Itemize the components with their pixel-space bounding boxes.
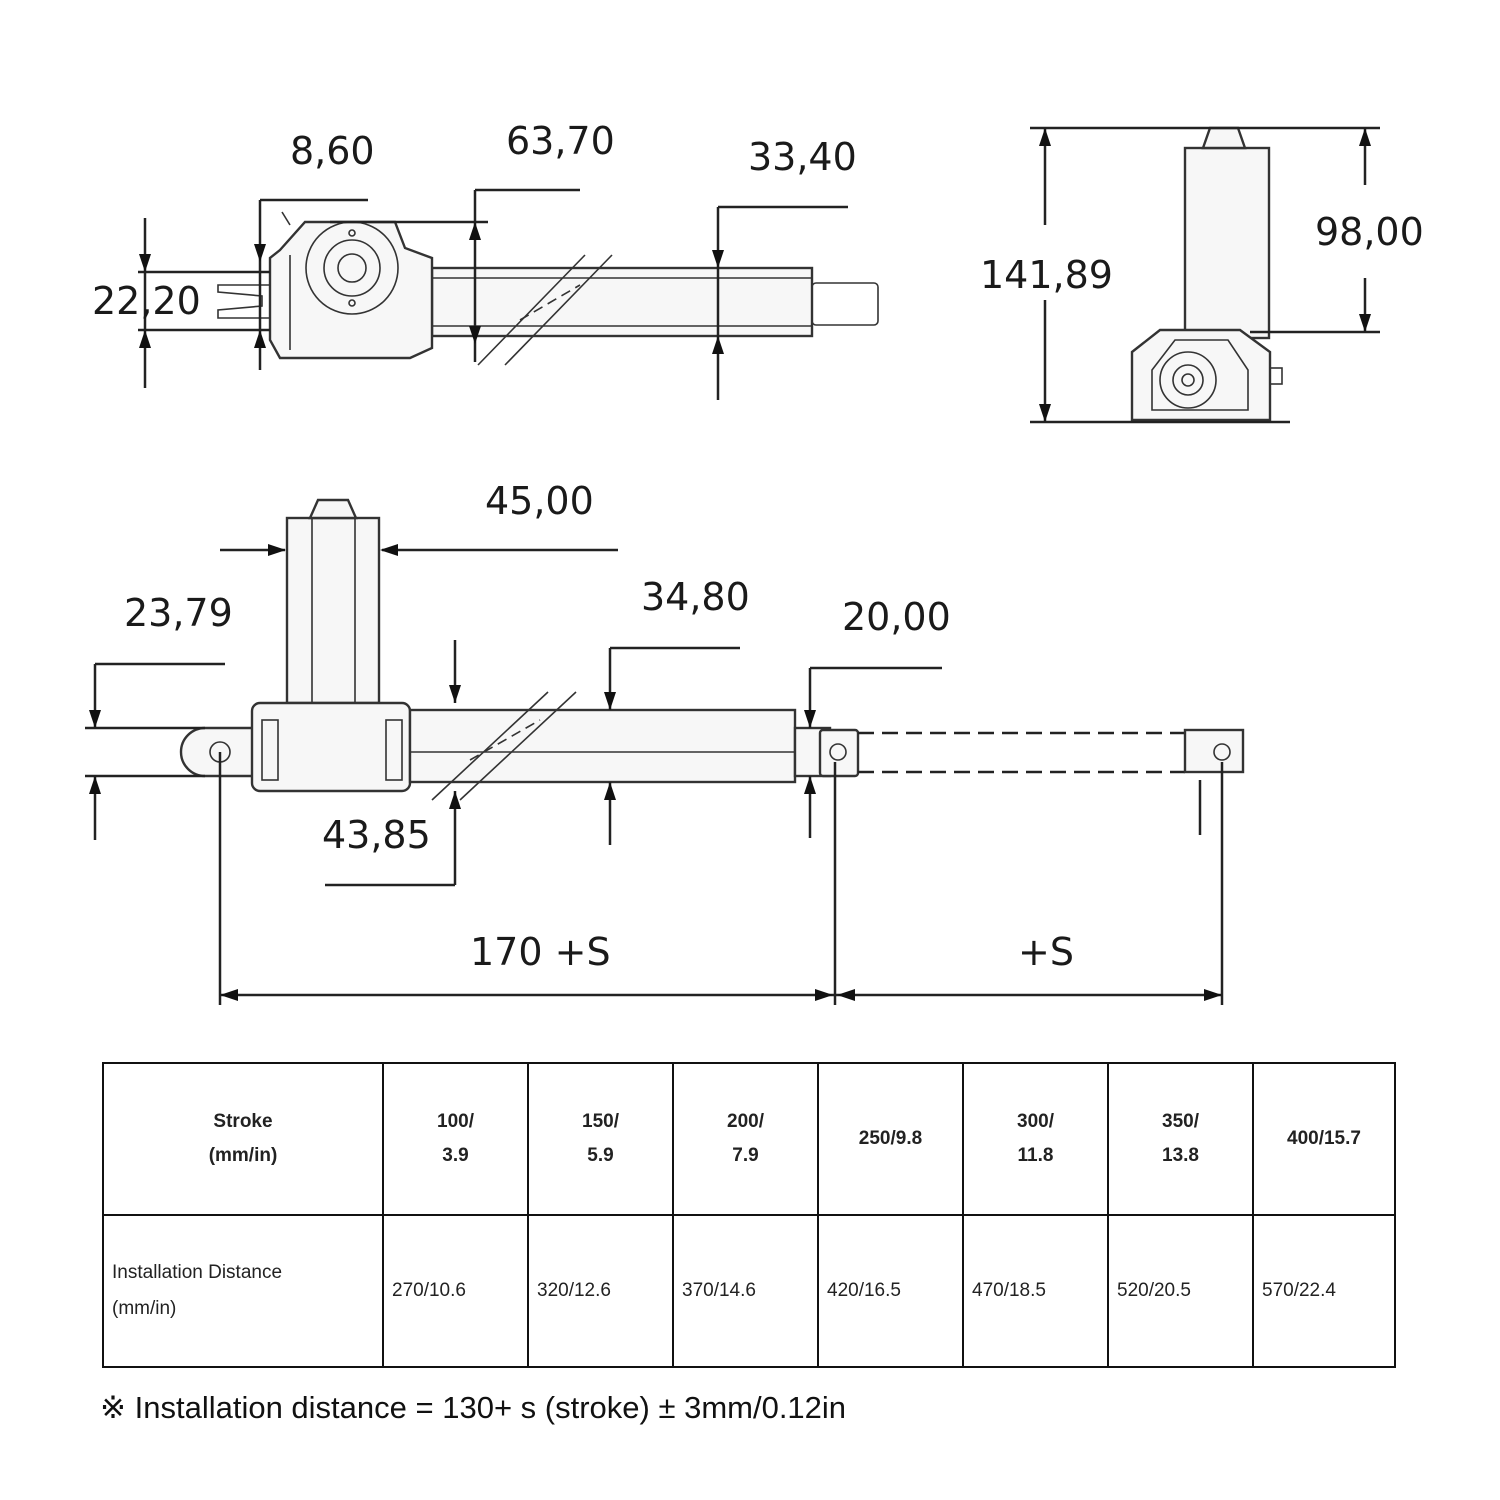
end-view: 141,89 98,00 — [980, 126, 1424, 424]
dim-141-89: 141,89 — [980, 253, 1113, 297]
installation-cell: 370/14.6 — [672, 1214, 819, 1368]
stroke-cell: 350/13.8 — [1107, 1062, 1254, 1216]
reference-mark-icon: ※ — [100, 1389, 126, 1425]
dim-23-79: 23,79 — [124, 591, 233, 635]
installation-cell: 470/18.5 — [962, 1214, 1109, 1368]
dim-170-plus-s: 170 +S — [470, 930, 611, 974]
stroke-value: 300/ — [1017, 1111, 1054, 1132]
stroke-cell: 400/15.7 — [1252, 1062, 1396, 1216]
stroke-value-in: 5.9 — [587, 1145, 614, 1166]
stroke-value-in: 11.8 — [1017, 1145, 1054, 1166]
stroke-cell: 150/5.9 — [527, 1062, 674, 1216]
dim-22-20: 22,20 — [92, 279, 201, 323]
stroke-value-in: 13.8 — [1162, 1145, 1199, 1166]
table-row-installation: Installation Distance (mm/in) 270/10.6 3… — [102, 1214, 1396, 1368]
table-row-stroke: Stroke (mm/in) 100/3.9 150/5.9 200/7.9 2… — [102, 1062, 1396, 1216]
stroke-cell: 300/11.8 — [962, 1062, 1109, 1216]
stroke-header-unit: (mm/in) — [208, 1145, 278, 1166]
actuator-dimension-drawing: 8,60 63,70 33,40 22,20 141,89 98,00 — [85, 119, 1424, 1005]
dim-34-80: 34,80 — [641, 575, 750, 619]
installation-header-cell: Installation Distance (mm/in) — [102, 1214, 384, 1368]
stroke-header-cell: Stroke (mm/in) — [102, 1062, 384, 1216]
stroke-value: 350/ — [1162, 1111, 1199, 1132]
side-view: 45,00 23,79 34,80 20,00 43,85 170 +S +S — [85, 479, 1245, 1005]
installation-cell: 320/12.6 — [527, 1214, 674, 1368]
dim-98-00: 98,00 — [1315, 210, 1424, 254]
installation-cell: 420/16.5 — [817, 1214, 964, 1368]
stroke-installation-table: Stroke (mm/in) 100/3.9 150/5.9 200/7.9 2… — [102, 1062, 1396, 1368]
installation-note: ※ Installation distance = 130+ s (stroke… — [100, 1388, 846, 1426]
dim-20-00: 20,00 — [842, 595, 951, 639]
stroke-value: 400/15.7 — [1287, 1128, 1361, 1149]
dim-63-70: 63,70 — [506, 119, 615, 163]
stroke-cell: 200/7.9 — [672, 1062, 819, 1216]
stroke-value: 200/ — [727, 1111, 764, 1132]
installation-header-line: Installation Distance — [112, 1262, 283, 1283]
stroke-value: 250/9.8 — [858, 1128, 923, 1149]
stroke-cell: 250/9.8 — [817, 1062, 964, 1216]
stroke-cell: 100/3.9 — [382, 1062, 529, 1216]
dim-8-60: 8,60 — [290, 129, 375, 173]
stroke-value-in: 3.9 — [442, 1145, 469, 1166]
top-view: 8,60 63,70 33,40 22,20 — [92, 119, 879, 400]
installation-note-text: Installation distance = 130+ s (stroke) … — [134, 1389, 847, 1425]
dim-33-40: 33,40 — [748, 135, 857, 179]
dim-43-85: 43,85 — [322, 813, 431, 857]
stroke-header-line: Stroke — [213, 1111, 273, 1132]
installation-header-unit: (mm/in) — [112, 1298, 177, 1319]
stroke-value: 150/ — [582, 1111, 619, 1132]
installation-cell: 520/20.5 — [1107, 1214, 1254, 1368]
installation-cell: 270/10.6 — [382, 1214, 529, 1368]
stroke-value-in: 7.9 — [732, 1145, 759, 1166]
dim-45-00: 45,00 — [485, 479, 594, 523]
dim-plus-s: +S — [1018, 930, 1074, 974]
stroke-value: 100/ — [437, 1111, 474, 1132]
installation-cell: 570/22.4 — [1252, 1214, 1396, 1368]
